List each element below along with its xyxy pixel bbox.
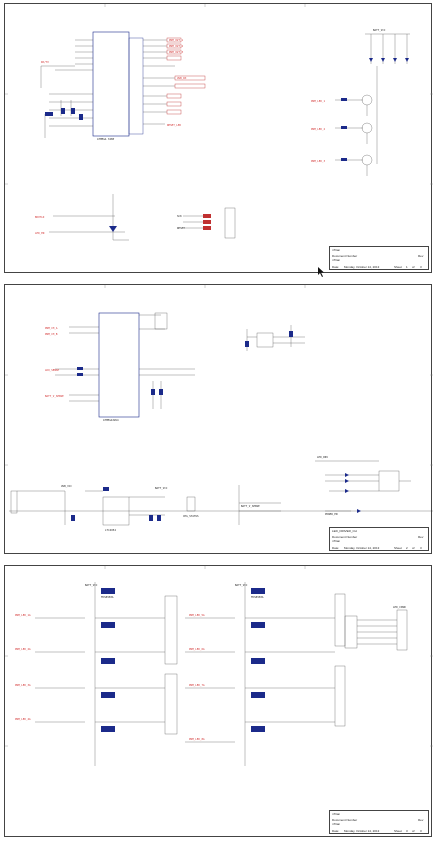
title-block-date: Monday, October 14, 2013 [344,265,380,269]
title-block-sheet-label: Sheet [394,546,402,550]
title-block-doc-label: Document Number [332,818,358,822]
net-label-led1: PWM_LED_1 [311,99,325,103]
net-label-sck: SCK [177,214,182,218]
net-label-ch2: PWM_LED_2A [15,647,31,651]
title-block-date-label: Date: [332,546,340,550]
net-label-batt-sense-left: BATT_V_SENSE [45,394,64,398]
title-block-of: of [412,829,415,833]
net-label-chg-status: CHG_STATUS [183,514,199,518]
title-block-rev: Rev [418,535,424,539]
title-block-sheet-label: Sheet [394,829,402,833]
net-label-batt-vcc-right: BATT_VCC [235,583,248,587]
title-block-title: nTitan [332,812,341,816]
net-label-led2: PWM_LED_2 [311,127,325,131]
title-block-sheet-no: 3 [406,829,408,833]
title-block-sheet-no: 2 [406,546,408,550]
net-label-rxtx: RX/TX [41,60,49,64]
title-block-doc-label: Document Number [332,535,358,539]
net-label-ch1: PWM_LED_1A [15,613,31,617]
sheet-3-drawing: BATT_VCC BATT_VCC PWM_LED_1A PWM_LED_2A … [5,566,433,766]
title-block-rev: Rev [418,254,424,258]
net-label-led3: PWM_LED_3 [311,159,325,163]
title-block-date: Monday, October 14, 2013 [344,546,380,550]
title-block-date: Monday, October 14, 2013 [344,829,380,833]
net-label-ldo-sense: LDO_SENSE [45,368,59,372]
schematic-sheet-1: RX/TX ATMEGA 328P PWM_OUT_1 PWM_OUT_2 PW… [4,3,433,277]
sheet-1-drawing: RX/TX ATMEGA 328P PWM_OUT_1 PWM_OUT_2 PW… [5,4,433,241]
title-block-sheet-total: 3 [420,546,422,550]
title-block-sheet-total: 3 [420,265,422,269]
net-label-ch3: PWM_LED_3A [15,683,31,687]
net-label-ch5: PWM_LED_5A [189,613,205,617]
title-block-doc-label: Document Number [332,254,358,258]
title-block-date-label: Date: [332,829,340,833]
net-label-out2: PWM_OUT_2 [169,44,183,48]
mcu-1 [92,31,130,137]
net-label-usb-vcc: USB_VCC [61,484,72,488]
mcu-2-label: ATMEGA32U4 [103,418,119,422]
net-label-vcc: BATT_VCC [373,28,386,32]
title-block-sheet-no: 1 [406,265,408,269]
title-block-title: LED_DRIVER_CH [332,529,357,533]
title-block-1: nTitan Document Number nTitan Rev Date: … [329,246,429,270]
net-label-reset-led: RESET_LED [167,123,181,127]
fet-label-left: FDS8958A [101,595,114,599]
net-label-ch6: PWM_LED_6A [189,647,205,651]
net-label-led-en: LED_EN [35,231,45,235]
title-block-title: nTitan [332,248,341,252]
title-block-of: of [412,546,415,550]
title-block-of: of [412,265,415,269]
mouse-cursor-icon [318,267,324,277]
net-label-batt-sense: BATT_V_SENSE [241,504,260,508]
sheet-2-drawing: ATMEGA32U4 PWM_CH_A PWM_CH_B LDO_SENSE B… [5,285,433,532]
net-label-ch4: PWM_LED_4A [15,717,31,721]
net-label-usb: USB_RX [177,76,187,80]
net-label-pwm-ch-a: PWM_CH_A [45,326,58,330]
net-label-conn-reset: RESET [177,226,185,230]
mcu-2 [98,312,140,418]
title-block-date-label: Date: [332,265,340,269]
net-label-ch7: PWM_LED_7A [189,683,205,687]
net-label-out1: PWM_OUT_1 [169,38,183,42]
title-block-doc-value: nTitan [332,258,341,262]
net-label-power-en: POWER_EN [325,512,338,516]
title-block-sheet-label: Sheet [394,265,402,269]
title-block-2: LED_DRIVER_CH Document Number nTitan Rev… [329,527,429,551]
title-block-sheet-total: 3 [420,829,422,833]
led-connector-label: LED_CONN [393,605,406,609]
net-label-pwm-ch-b: PWM_CH_B [45,332,58,336]
net-label-led-drv: LED_DRV [317,455,328,459]
fet-label-right: FDS8958A [251,595,264,599]
net-label-ch8: PWM_LED_8A [189,737,205,741]
regulator-label: LTC4054 [105,528,116,532]
title-block-doc-value: nTitan [332,822,341,826]
schematic-sheet-3: BATT_VCC BATT_VCC PWM_LED_1A PWM_LED_2A … [4,565,433,837]
title-block-rev: Rev [418,818,424,822]
net-label-batt-vcc-left: BATT_VCC [85,583,98,587]
net-label-bootld: BOOTLD [35,215,45,219]
title-block-3: nTitan Document Number nTitan Rev Date: … [329,810,429,834]
net-label-batt-vcc: BATT_VCC [155,486,168,490]
title-block-doc-value: nTitan [332,539,341,543]
schematic-sheet-2: ATMEGA32U4 PWM_CH_A PWM_CH_B LDO_SENSE B… [4,284,433,554]
mcu-1-label: ATMEGA 328P [97,137,115,141]
net-label-out3: PWM_OUT_3 [169,50,183,54]
